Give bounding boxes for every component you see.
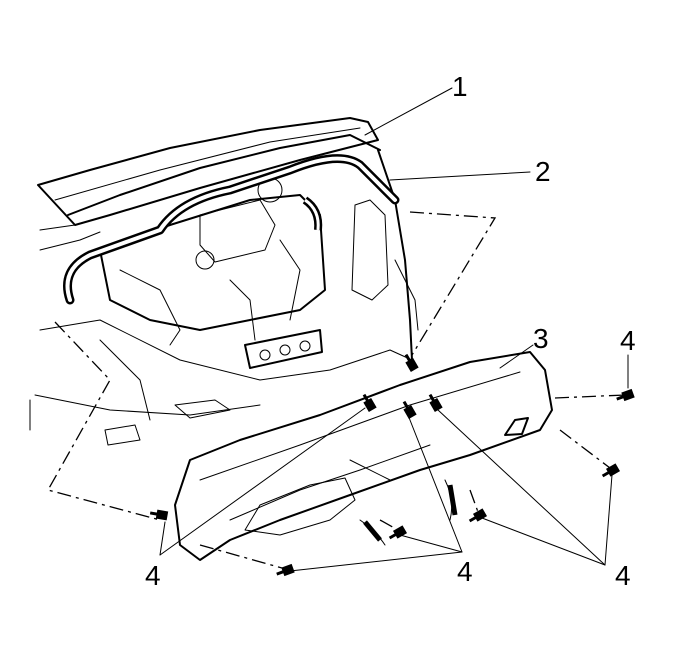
center-control-panel xyxy=(244,329,323,369)
callout-2: 2 xyxy=(535,156,551,187)
windshield-cowl xyxy=(37,117,379,226)
dash-body xyxy=(99,194,326,331)
instrument-panel-body xyxy=(174,351,553,561)
bolt-icon xyxy=(149,509,169,521)
callout-1: 1 xyxy=(452,71,468,102)
floor-outline xyxy=(39,319,413,381)
bolt-icon xyxy=(362,393,377,413)
bolt-icon xyxy=(601,463,621,478)
callout-4-bottom-right: 4 xyxy=(615,560,631,591)
callout-3: 3 xyxy=(533,323,549,354)
air-duct-tube xyxy=(63,154,400,305)
bolt-icon xyxy=(404,353,419,373)
fasteners xyxy=(149,353,635,577)
instrument-panel-assembly xyxy=(174,351,553,561)
bolt-icon xyxy=(276,563,295,577)
leader-lines xyxy=(159,87,629,572)
bolt-icon xyxy=(388,525,408,540)
callout-4-bottom-middle: 4 xyxy=(457,556,473,587)
alignment-lines xyxy=(47,211,626,569)
callout-4-bottom-left: 4 xyxy=(145,560,161,591)
callout-labels: 1 2 3 4 4 4 4 xyxy=(145,71,636,591)
vent-outlet xyxy=(504,417,529,436)
bolt-icon xyxy=(402,400,417,420)
bolt-icon xyxy=(616,388,635,402)
vehicle-interior xyxy=(29,117,419,446)
bolt-icon xyxy=(468,508,488,523)
bolt-icon xyxy=(428,393,443,413)
right-door-frame xyxy=(377,149,413,361)
glove-box-opening xyxy=(244,477,356,536)
callout-4-top-right: 4 xyxy=(620,325,636,356)
upper-trim-panel xyxy=(67,134,381,216)
